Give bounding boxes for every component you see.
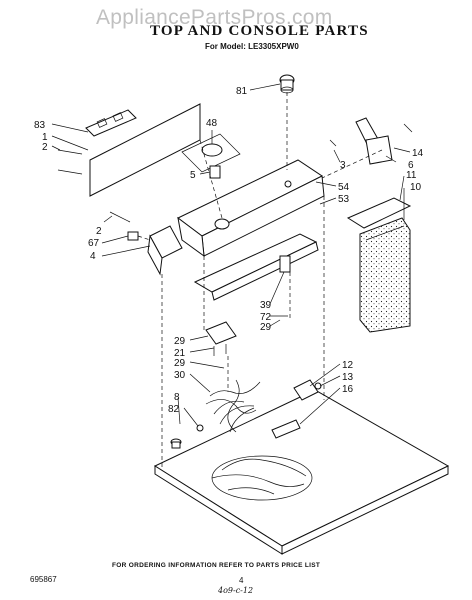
top-plate (153, 389, 450, 555)
callout-72: 72 (260, 312, 272, 323)
console-trim-strip (193, 233, 319, 301)
callout-1: 1 (42, 132, 48, 143)
callout-67: 67 (88, 238, 100, 249)
callout-12: 12 (342, 360, 354, 371)
callout-leaders (51, 83, 411, 427)
door-switch (271, 379, 322, 439)
end-cap-left (109, 211, 183, 276)
model-subtitle: For Model: LE3305XPW0 (205, 42, 299, 51)
right-mounting-bracket (329, 117, 413, 165)
callout-4: 4 (90, 251, 96, 262)
rear-console-panel (57, 103, 201, 197)
callout-54: 54 (338, 182, 350, 193)
callout-83: 83 (34, 120, 46, 131)
wire-harness (205, 379, 261, 433)
callout-48: 48 (206, 118, 218, 129)
callout-81: 81 (236, 86, 248, 97)
document-number: 695867 (30, 575, 57, 584)
callout-8: 8 (174, 392, 180, 403)
callout-53: 53 (338, 194, 350, 205)
callout-numbers: 81 83 1 2 48 5 14 3 6 54 53 11 10 2 67 4… (34, 86, 424, 415)
grommet-82 (170, 424, 204, 449)
watermark-logo: AppliancePartsPros.com (96, 6, 333, 29)
callout-29-right: 29 (260, 322, 272, 333)
page-title: TOP AND CONSOLE PARTS (150, 23, 369, 39)
callout-29-left-mid: 29 (174, 358, 186, 369)
page-number: 4 (239, 576, 244, 585)
callout-11: 11 (406, 170, 417, 181)
callout-3: 3 (340, 160, 346, 171)
callout-2-left-top: 2 (42, 142, 48, 153)
callout-2-left-mid: 2 (96, 226, 102, 237)
handwritten-code: 4o9-c-12 (218, 586, 254, 595)
callout-5: 5 (190, 170, 196, 181)
callout-16: 16 (342, 384, 354, 395)
ordering-note: FOR ORDERING INFORMATION REFER TO PARTS … (112, 562, 321, 569)
callout-13: 13 (342, 372, 354, 383)
callout-29-left-top: 29 (174, 336, 186, 347)
console-backguard (177, 159, 325, 258)
timer-knob-inset (181, 133, 241, 179)
callout-10: 10 (410, 182, 422, 193)
knob-81 (279, 74, 295, 94)
callout-6: 6 (408, 160, 414, 171)
callout-82: 82 (168, 404, 180, 415)
callout-30: 30 (174, 370, 186, 381)
assembly-guide-lines (137, 92, 383, 470)
callout-21: 21 (174, 348, 186, 359)
lint-filter (346, 197, 412, 333)
callout-39: 39 (260, 300, 272, 311)
switch-assembly (205, 321, 237, 356)
callout-14: 14 (412, 148, 424, 159)
